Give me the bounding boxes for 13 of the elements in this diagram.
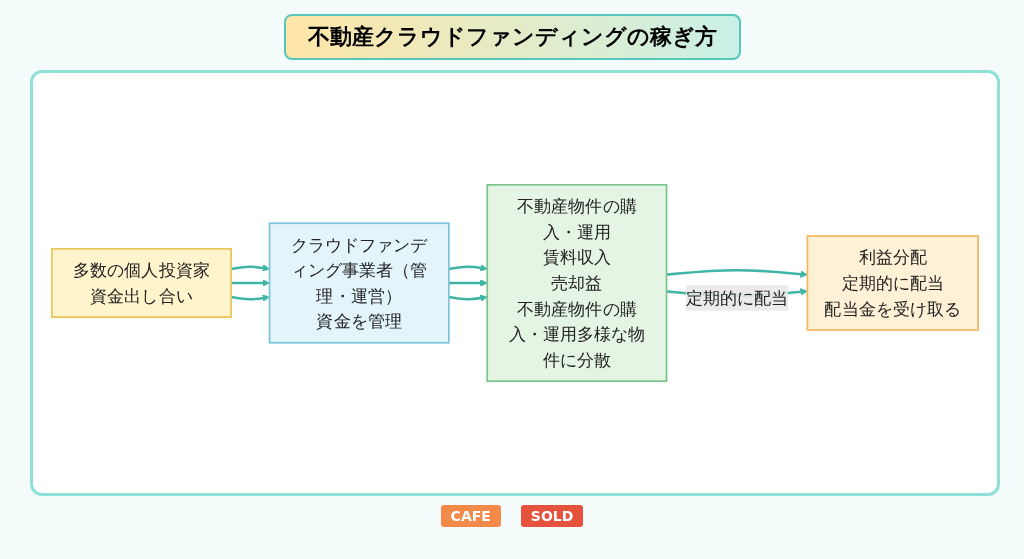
node-box: 多数の個人投資家資金出し合い	[50, 248, 232, 318]
arrow	[231, 279, 270, 287]
node-box: 不動産物件の購入・運用 賃料収入 売却益 不動産物件の購入・運用多様な物件に分散	[486, 183, 668, 383]
node-box: 利益分配 定期的に配当 配当金を受け取る	[806, 235, 980, 331]
node-box: クラウドファンディング事業者（管理・運営） 資金を管理	[268, 222, 450, 344]
sign-text: CAFE	[440, 505, 501, 527]
arrow	[448, 264, 488, 272]
sign-text: SOLD	[520, 505, 584, 527]
arrow	[666, 268, 808, 278]
arrow	[448, 294, 488, 302]
edge-label: 定期的に配当	[685, 287, 789, 309]
arrow	[448, 279, 488, 287]
title: 不動産クラウドファンディングの稼ぎ方	[283, 14, 741, 60]
